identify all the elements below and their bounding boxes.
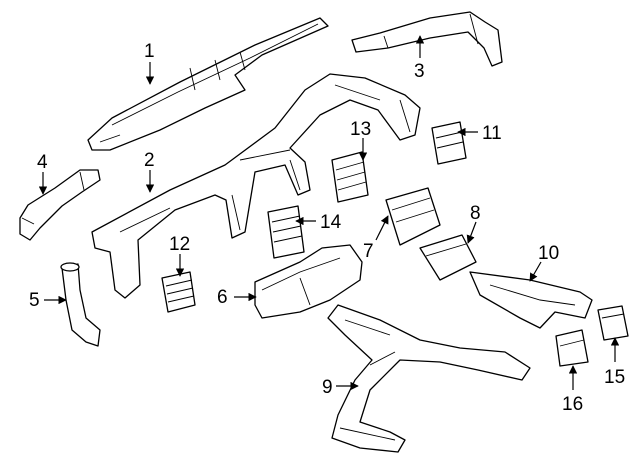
callout-10: 10 (538, 243, 559, 264)
part-15-bracket (597, 305, 629, 341)
callout-13: 13 (350, 119, 371, 140)
callout-11: 11 (482, 123, 502, 144)
callout-6: 6 (217, 287, 228, 308)
part-7-connector (385, 187, 441, 246)
leader-lines (38, 35, 620, 391)
part-16-bracket (555, 329, 589, 367)
part-10-rear-duct (469, 271, 593, 329)
callout-12: 12 (169, 234, 190, 255)
part-5-floor-outlet (60, 262, 101, 347)
callout-labels: 1 2 3 4 5 6 7 8 9 10 11 12 13 14 15 16 (29, 41, 625, 415)
part-12-vent (161, 271, 196, 313)
leader-10 (529, 261, 542, 282)
callout-5: 5 (29, 290, 40, 311)
part-1-defroster-duct (87, 17, 329, 151)
part-3-side-window-duct (351, 11, 503, 67)
part-4-left-duct (19, 169, 101, 241)
leader-7 (375, 215, 389, 241)
callout-4: 4 (37, 152, 48, 173)
callout-1: 1 (144, 41, 155, 62)
callout-3: 3 (414, 61, 425, 82)
part-8-connector (419, 234, 477, 281)
leader-8 (466, 221, 477, 244)
callout-9: 9 (322, 377, 333, 398)
callout-15: 15 (604, 367, 625, 388)
callout-2: 2 (144, 150, 155, 171)
callout-14: 14 (320, 212, 342, 233)
callout-7: 7 (363, 241, 374, 262)
part-9-floor-duct (327, 304, 531, 453)
part-13-vent (331, 151, 369, 203)
part-6-center-duct (254, 244, 363, 319)
part-11-vent (431, 121, 467, 165)
part-2-main-duct (91, 73, 421, 299)
part-14-vent (267, 205, 305, 259)
callout-8: 8 (470, 203, 481, 224)
callout-16: 16 (562, 394, 583, 415)
